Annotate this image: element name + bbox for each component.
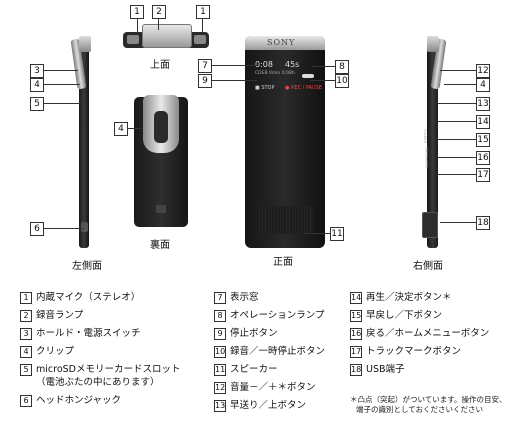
callout-9: 9: [198, 74, 212, 88]
callout-4-back: 4: [114, 122, 128, 136]
right-side-device: FOLDER BACK/HOME: [420, 36, 447, 248]
leader: [158, 18, 159, 30]
callout-1-right: 1: [196, 5, 210, 19]
callout-10: 10: [335, 74, 349, 88]
mic-right: [194, 35, 206, 44]
leader: [438, 157, 476, 158]
leader: [438, 174, 476, 175]
rec-pause-button[interactable]: ● REC / PAUSE: [285, 85, 323, 91]
brand-logo: SONY: [267, 38, 296, 47]
leader: [128, 128, 142, 129]
callout-13: 13: [476, 97, 490, 111]
back-device: [134, 95, 188, 227]
stop-button[interactable]: ■ STOP: [255, 85, 275, 91]
callout-4-left: 4: [30, 78, 44, 92]
leader: [305, 233, 330, 234]
headphone-jack: [81, 222, 88, 232]
left-side-device: [70, 36, 98, 248]
operation-lamp: [302, 74, 314, 78]
leader: [44, 70, 78, 71]
callout-6: 6: [30, 222, 44, 236]
footnote-line-2: 端子の識別としておくださいください: [356, 405, 484, 414]
folder-text: FOLDER: [423, 128, 428, 144]
display-detail: CDEB 0min 0:08h: [255, 71, 295, 76]
leader: [440, 70, 476, 71]
callout-3-left: 3: [30, 64, 44, 78]
callout-4-right: 4: [476, 78, 490, 92]
leader: [44, 228, 84, 229]
front-view-label: 正面: [273, 257, 293, 268]
mic-left: [127, 35, 139, 44]
usb-port: [422, 212, 438, 238]
callout-11: 11: [330, 227, 344, 241]
display-time: 45s: [285, 60, 300, 69]
device-top-silver: [142, 24, 192, 48]
callout-12: 12: [476, 64, 490, 78]
footnote-line-1: ＊凸点（突起）がついています。操作の目安、: [350, 395, 507, 404]
leader: [312, 66, 335, 67]
callout-15: 15: [476, 133, 490, 147]
callout-2: 2: [152, 5, 166, 19]
leader: [438, 103, 476, 104]
leader: [44, 103, 84, 104]
leader: [440, 222, 476, 223]
front-device: SONY 0:08 45s CDEB 0min 0:08h ■ STOP ● R…: [245, 36, 325, 248]
right-view-label: 右側面: [413, 261, 443, 272]
top-view: [118, 18, 218, 48]
display-window: 0:08 45s CDEB 0min 0:08h: [253, 58, 317, 80]
callout-8: 8: [335, 60, 349, 74]
front-top-silver: [245, 36, 325, 50]
left-view-label: 左側面: [72, 261, 102, 272]
leader: [212, 65, 257, 66]
back-home-text: BACK/HOME: [424, 147, 429, 169]
leader: [438, 121, 476, 122]
top-view-label: 上面: [150, 60, 170, 71]
display-counter: 0:08: [255, 60, 273, 69]
leader: [444, 84, 476, 85]
callout-5: 5: [30, 97, 44, 111]
back-view-label: 裏面: [150, 240, 170, 251]
leader: [438, 139, 476, 140]
leader: [202, 18, 203, 34]
leader: [137, 18, 138, 34]
callout-14: 14: [476, 115, 490, 129]
callout-16: 16: [476, 151, 490, 165]
callout-7: 7: [198, 59, 212, 73]
callout-1-left: 1: [130, 5, 144, 19]
speaker: [257, 206, 313, 234]
callout-17: 17: [476, 168, 490, 182]
leader: [310, 80, 335, 81]
callout-18: 18: [476, 216, 490, 230]
leader: [212, 80, 257, 81]
leader: [44, 84, 80, 85]
